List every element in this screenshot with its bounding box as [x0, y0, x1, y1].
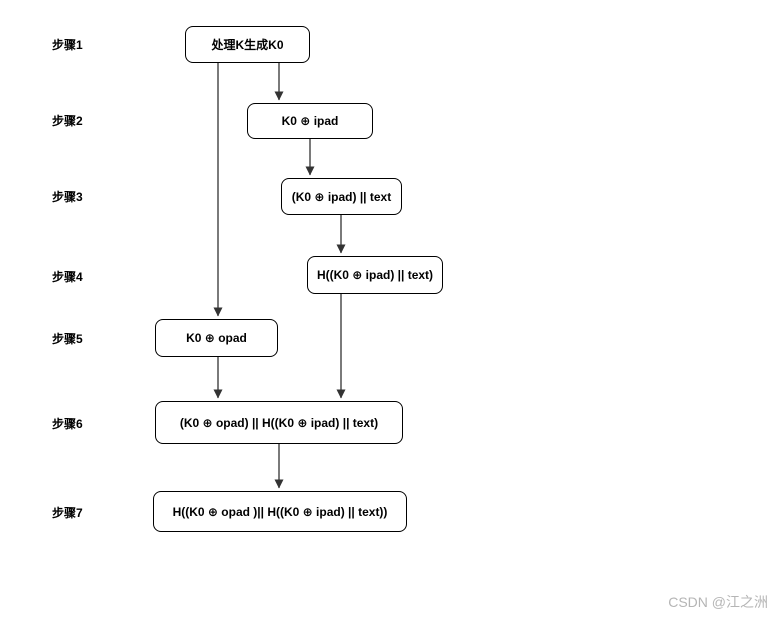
node-k0-xor-opad: K0 ⊕ opad: [155, 319, 278, 357]
step-label-6: 步骤6: [52, 417, 83, 431]
step-label-3: 步骤3: [52, 190, 83, 204]
step-label-4: 步骤4: [52, 270, 83, 284]
node-hash-inner: H((K0 ⊕ ipad) || text): [307, 256, 443, 294]
node-ipad-concat-text: (K0 ⊕ ipad) || text: [281, 178, 402, 215]
node-hash-final: H((K0 ⊕ opad )|| H((K0 ⊕ ipad) || text)): [153, 491, 407, 532]
step-label-5: 步骤5: [52, 332, 83, 346]
csdn-watermark: CSDN @江之洲: [668, 594, 768, 610]
node-generate-k0: 处理K生成K0: [185, 26, 310, 63]
node-k0-xor-ipad: K0 ⊕ ipad: [247, 103, 373, 139]
step-label-2: 步骤2: [52, 114, 83, 128]
step-label-1: 步骤1: [52, 38, 83, 52]
node-opad-concat-inner: (K0 ⊕ opad) || H((K0 ⊕ ipad) || text): [155, 401, 403, 444]
step-label-7: 步骤7: [52, 506, 83, 520]
